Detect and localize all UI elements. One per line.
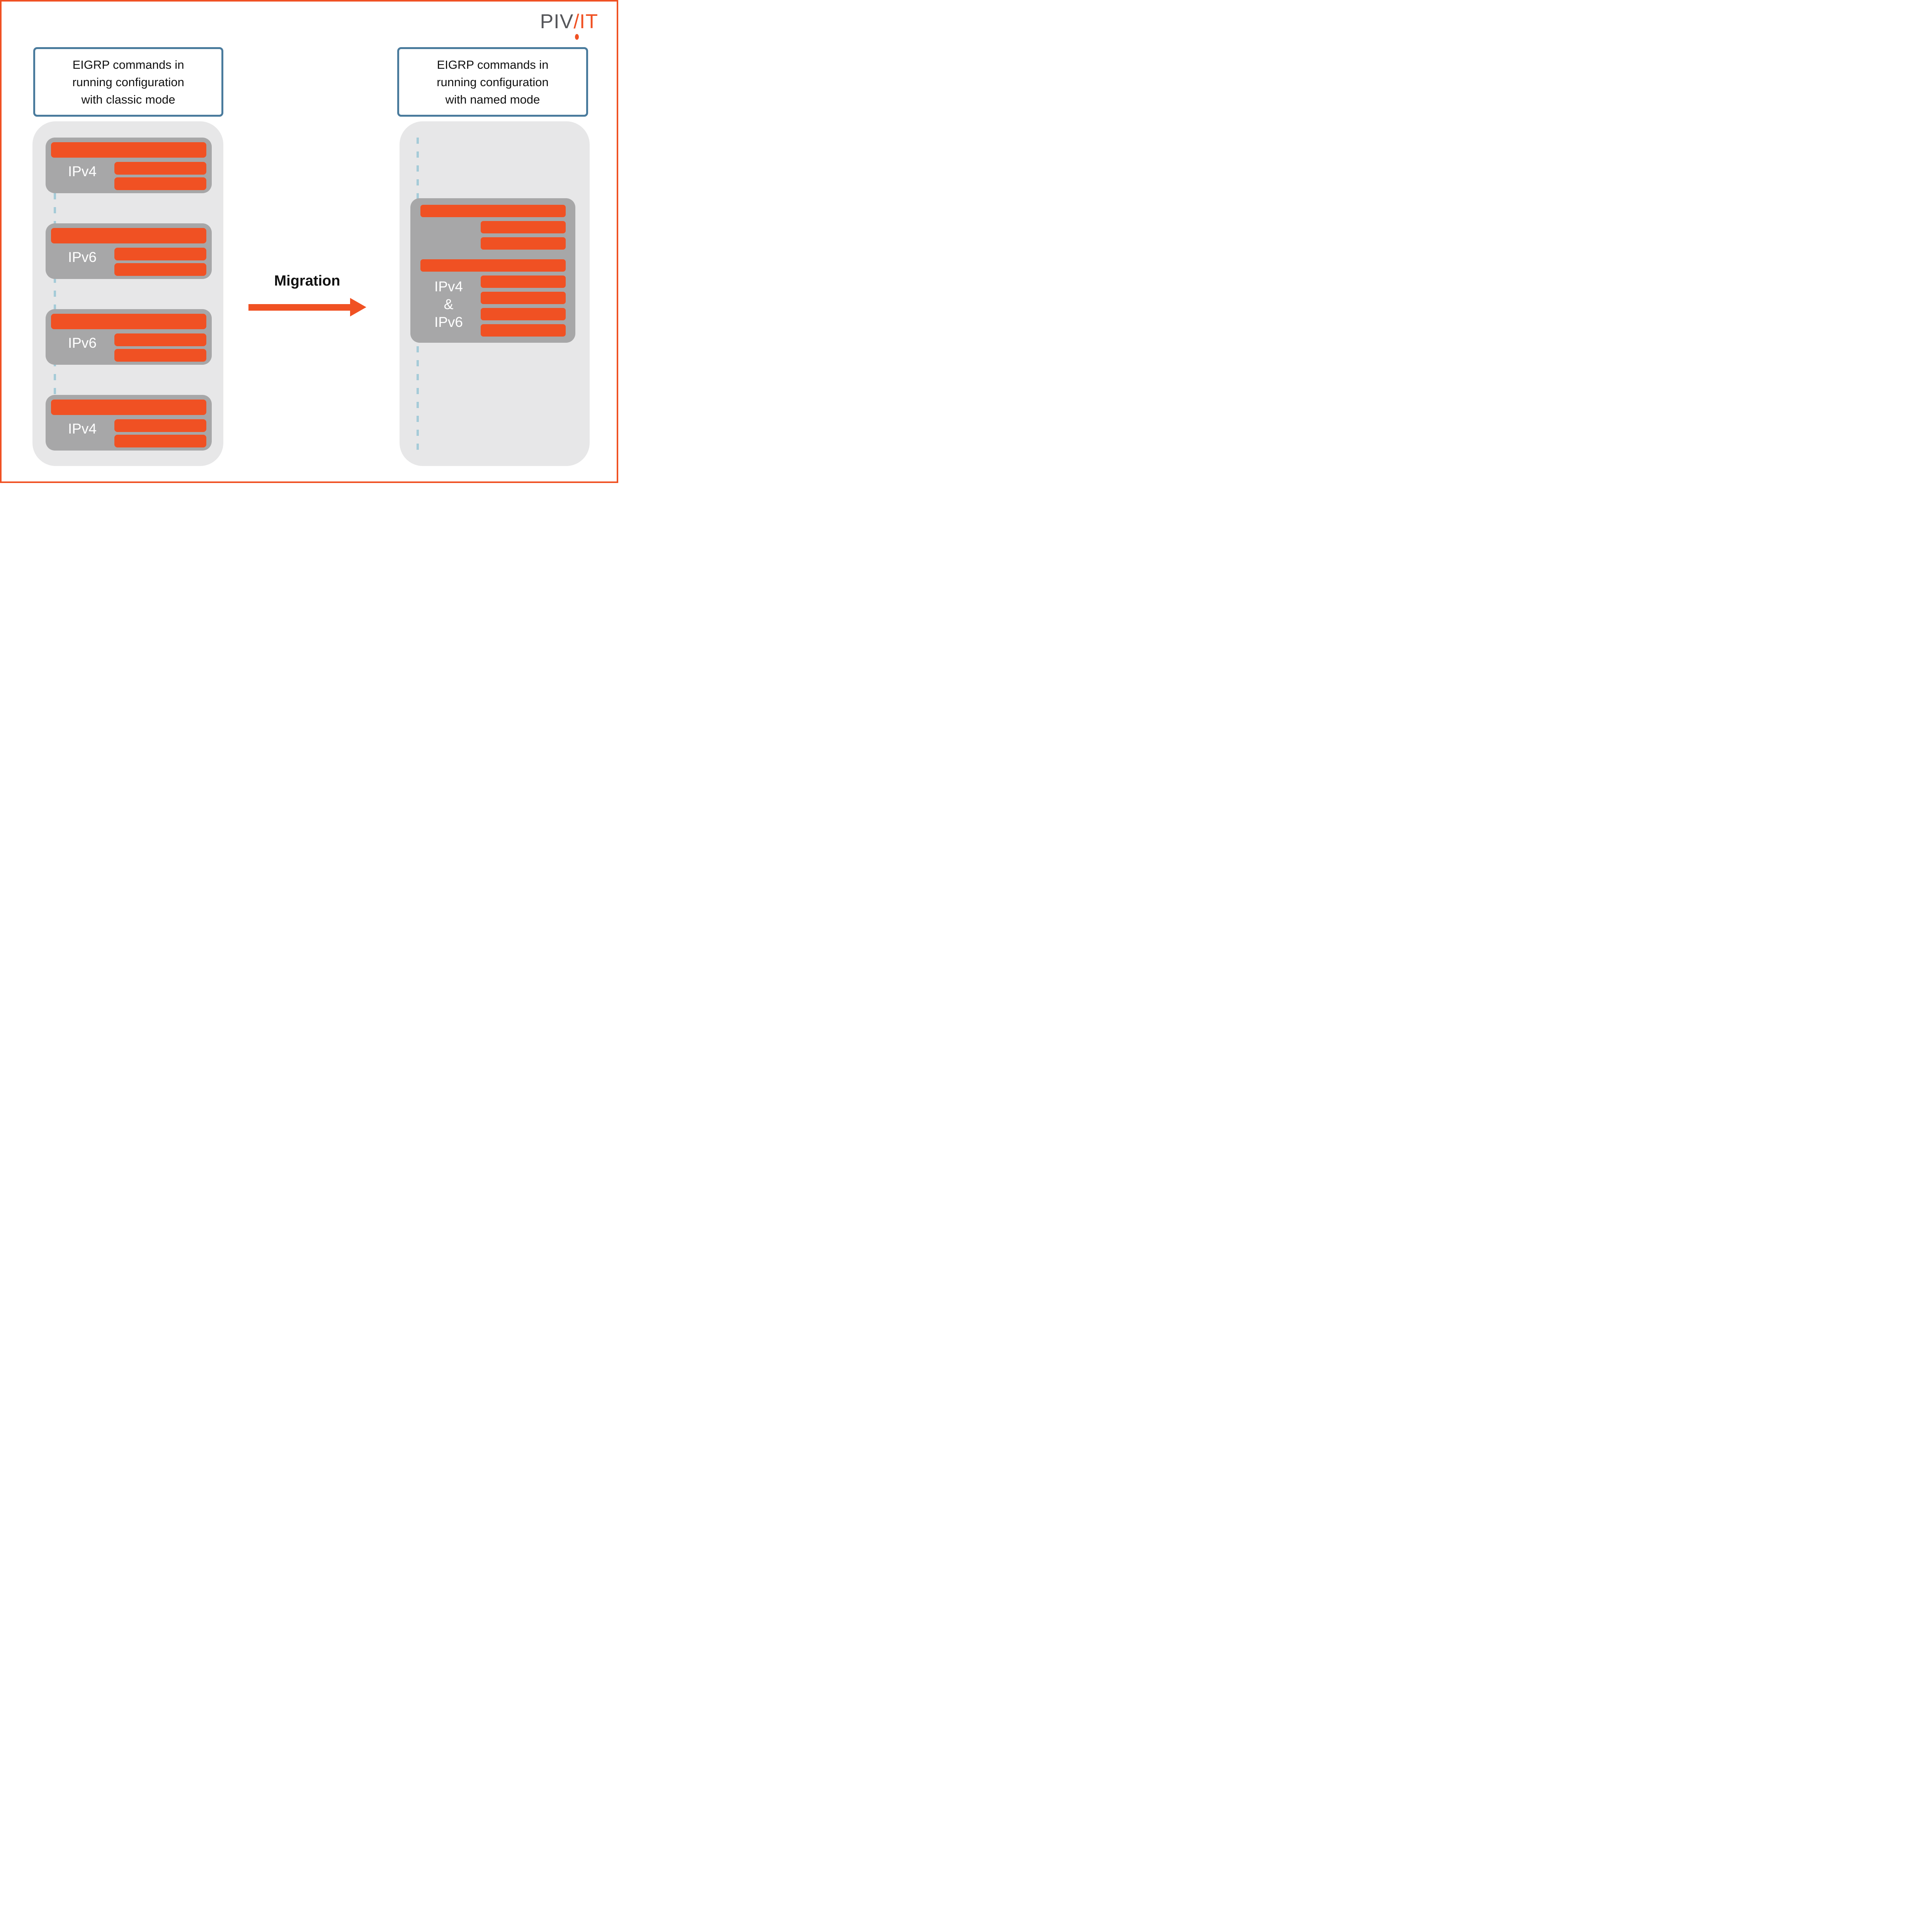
config-block-ipv4-ipv6-combined: IPv4 & IPv6 <box>410 198 575 343</box>
block-label: IPv4 <box>68 421 97 437</box>
command-bar <box>114 435 206 447</box>
migration-arrow-head-icon <box>350 298 366 316</box>
block-label: IPv4 <box>68 163 97 179</box>
block-label: IPv6 <box>68 335 97 351</box>
block-label-line: IPv6 <box>434 314 463 330</box>
block-label-line: IPv4 <box>434 279 463 294</box>
command-bar <box>481 292 566 304</box>
pivit-logo: PIV / IT <box>540 10 599 40</box>
migration-label: Migration <box>274 273 340 289</box>
logo-text-orange: IT <box>579 10 598 33</box>
command-bar <box>51 228 206 243</box>
migration-arrow-icon <box>248 304 350 311</box>
logo-exclamation-icon: / <box>573 10 580 40</box>
command-bar <box>51 314 206 329</box>
classic-dashed-connector-line <box>54 193 56 396</box>
config-block-ipv6-upper: IPv6 <box>46 223 212 279</box>
classic-title-line: EIGRP commands in <box>72 58 184 71</box>
named-title-line: with named mode <box>445 92 540 106</box>
block-label: IPv4 & IPv6 <box>417 278 481 331</box>
command-bar <box>481 324 566 337</box>
command-bar <box>481 276 566 288</box>
command-bar <box>51 400 206 415</box>
outer-border <box>0 0 618 483</box>
classic-title-line: with classic mode <box>81 92 175 106</box>
command-bar <box>481 237 566 250</box>
command-bar <box>481 221 566 233</box>
command-bar <box>114 349 206 362</box>
command-bar <box>481 308 566 320</box>
diagram-canvas: PIV / IT EIGRP commands in running confi… <box>0 0 618 483</box>
command-bar <box>114 263 206 276</box>
config-block-ipv4-bottom: IPv4 <box>46 395 212 451</box>
named-title-line: running configuration <box>437 75 549 89</box>
classic-title-line: running configuration <box>72 75 184 89</box>
command-bar <box>114 177 206 190</box>
named-mode-title-box: EIGRP commands in running configuration … <box>397 47 588 117</box>
command-bar <box>420 205 566 217</box>
command-bar <box>420 259 566 272</box>
config-block-ipv4-top: IPv4 <box>46 138 212 193</box>
command-bar <box>51 142 206 158</box>
config-block-ipv6-lower: IPv6 <box>46 309 212 365</box>
logo-dot-icon <box>575 34 579 40</box>
named-title-line: EIGRP commands in <box>437 58 549 71</box>
command-bar <box>114 333 206 346</box>
command-bar <box>114 419 206 432</box>
classic-mode-title-box: EIGRP commands in running configuration … <box>33 47 223 117</box>
block-label: IPv6 <box>68 249 97 265</box>
logo-slash-glyph: / <box>573 10 580 33</box>
command-bar <box>114 162 206 175</box>
block-label-line: & <box>444 296 454 312</box>
command-bar <box>114 248 206 260</box>
logo-text-gray: PIV <box>540 10 574 33</box>
